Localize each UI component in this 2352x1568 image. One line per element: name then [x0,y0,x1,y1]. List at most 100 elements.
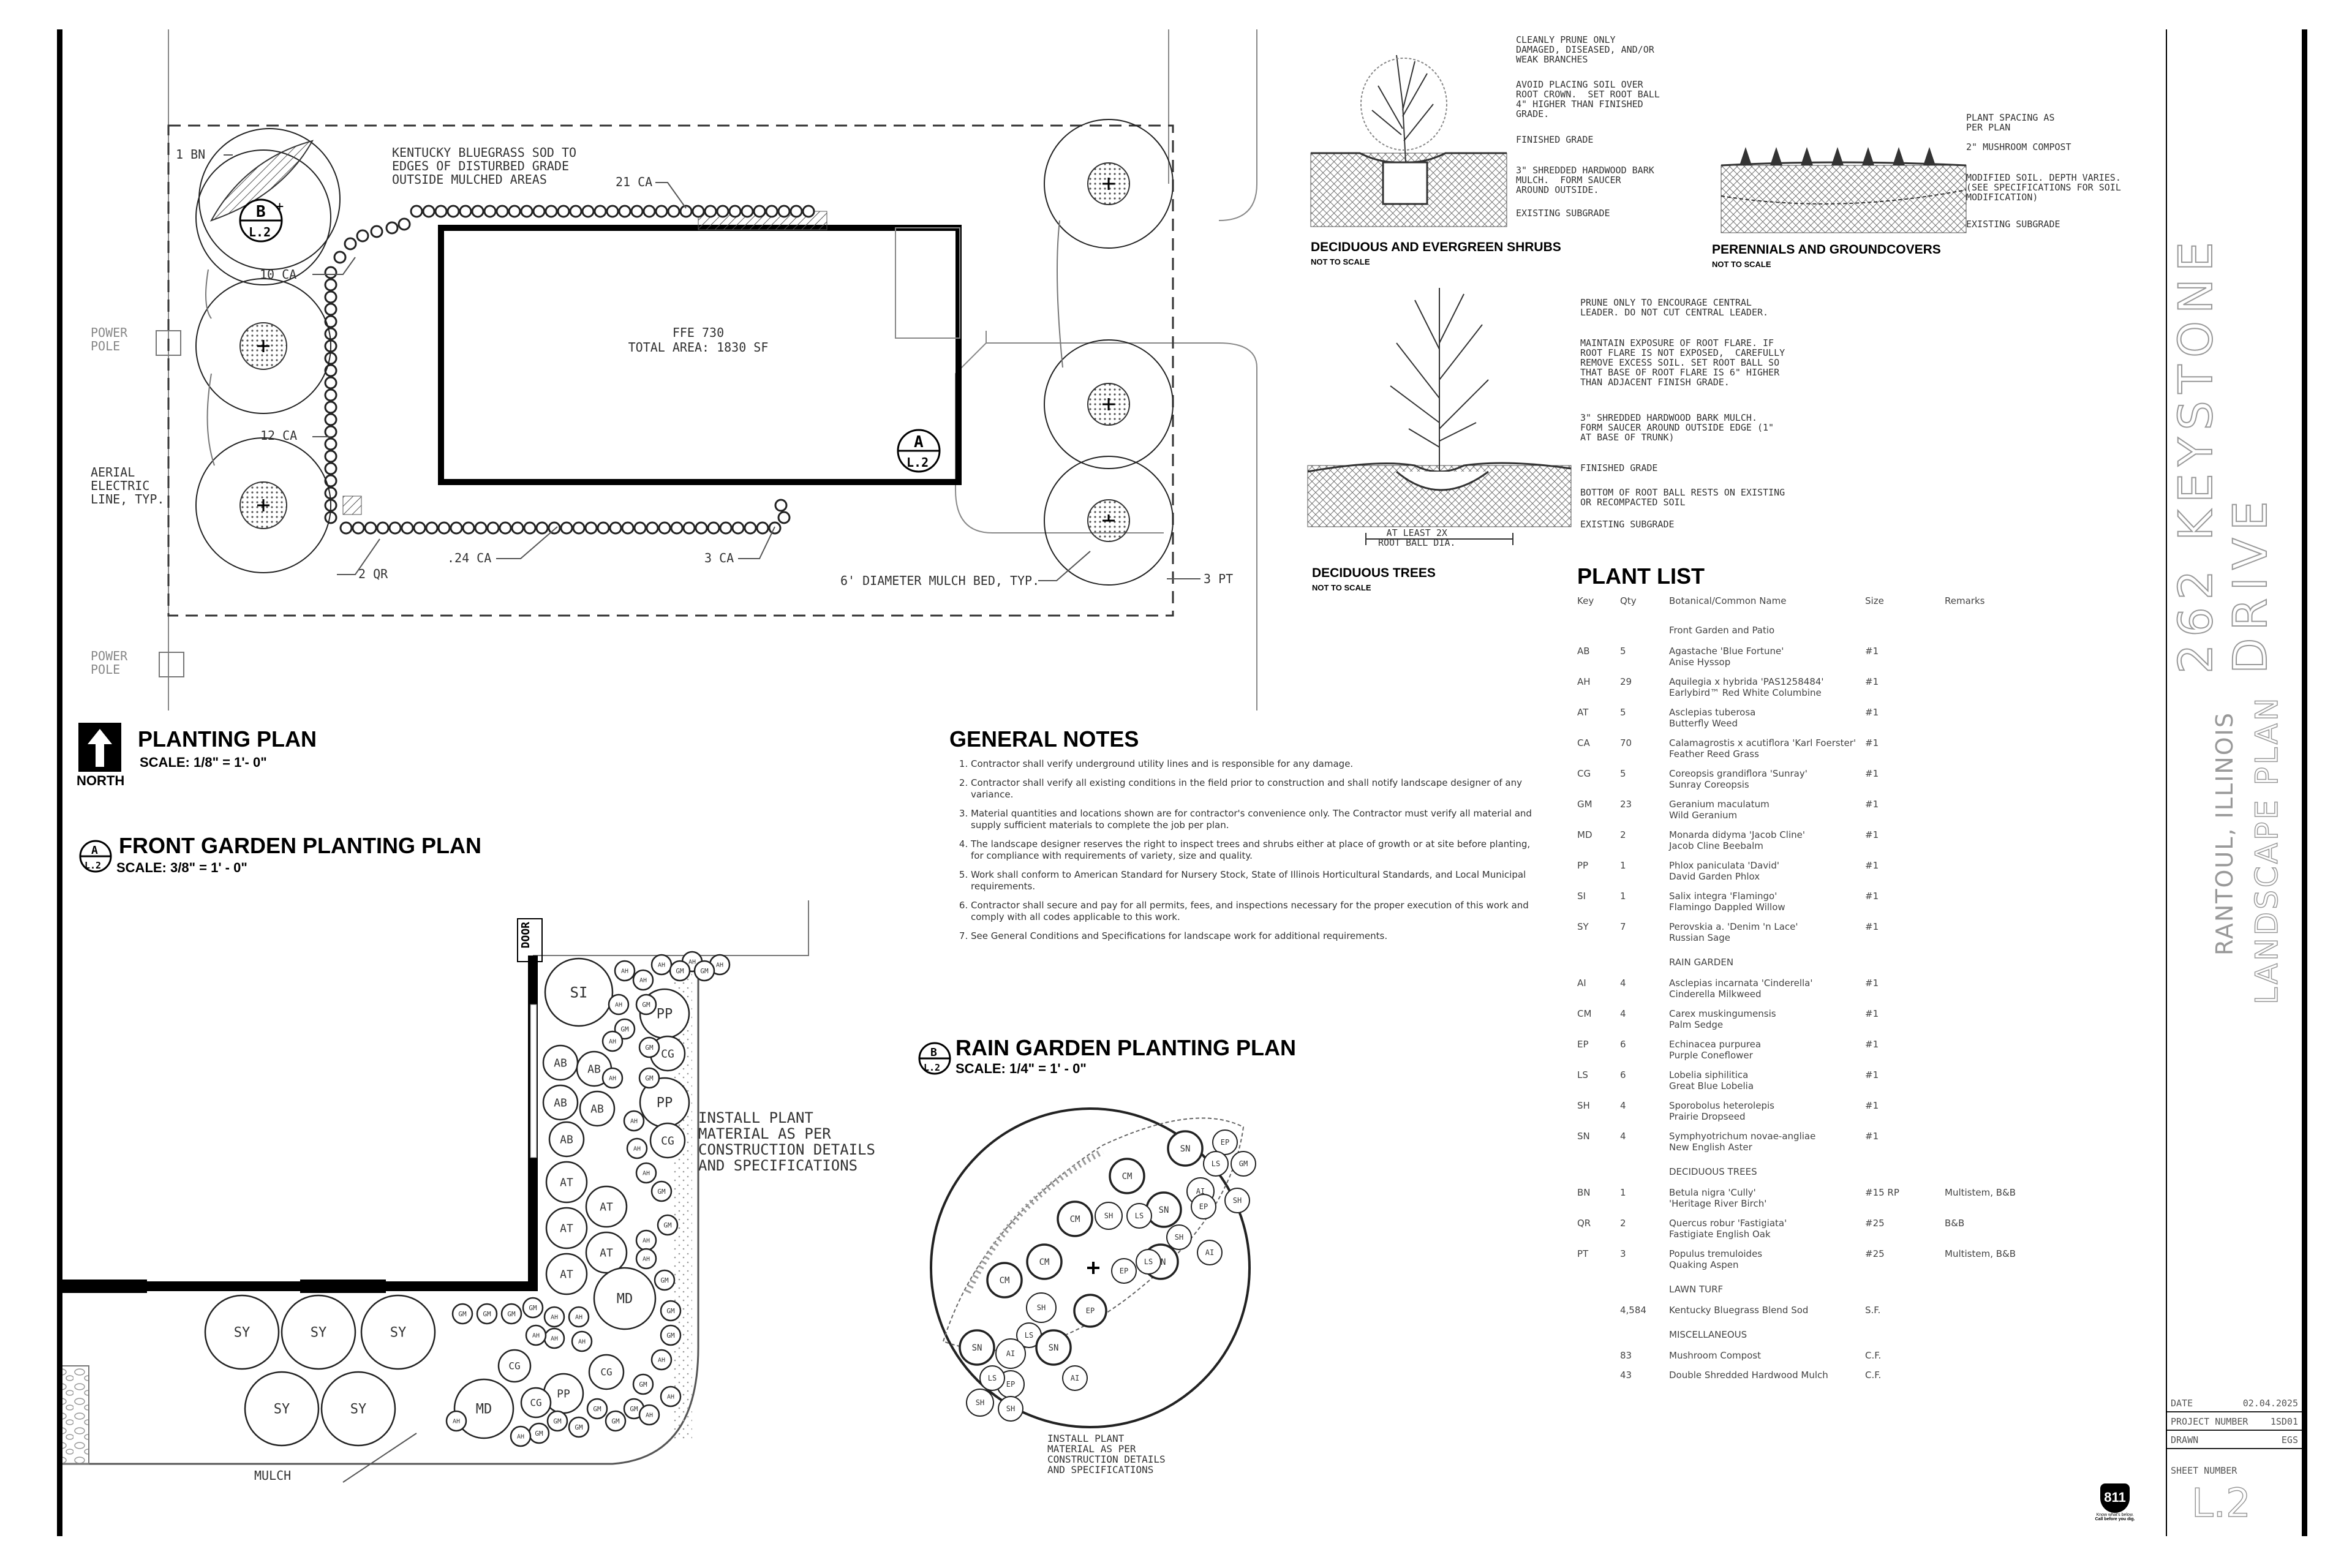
plant-list-cell [1865,1161,1945,1187]
front-garden-plant [525,1324,547,1346]
plant-key-label: AH [630,1118,638,1125]
plant-list-cell: 4 [1620,1131,1626,1142]
plant-list-cell: MD [1577,829,1593,840]
front-garden-plant [669,960,691,982]
tree-note-3: 3" SHREDDED HARDWOOD BARK MULCH. FORM SA… [1580,412,1774,443]
tree-dim-label: AT LEAST 2X ROOT BALL DIA. [1378,527,1456,548]
rain-garden-plant [1136,1249,1161,1275]
project-number-label: PROJECT NUMBER [2171,1416,2248,1427]
plant-key-label: AH [615,1002,622,1009]
ca-plant [655,205,668,218]
plant-key-label: EP [1086,1306,1095,1315]
ca-plant [777,205,791,218]
front-garden-plant [320,1371,396,1447]
ca-plant [324,413,337,426]
rain-garden-plant [1073,1294,1107,1328]
ca-plant [425,521,439,535]
plant-list-cell: #1 [1865,707,1879,718]
perennial-note-2: 2" MUSHROOM COMPOST [1966,141,2071,153]
front-garden-plant [650,1180,673,1202]
ca-plant [398,217,411,231]
front-garden-plant [520,1387,552,1419]
plant-key-label: LS [988,1374,997,1382]
ca-plant [777,511,791,524]
plant-list-cell: Qty [1620,595,1637,606]
ca-plant [356,229,369,243]
label-24-ca: .24 CA [447,551,492,565]
plant-list-cell [1945,1279,2043,1305]
ca-plant [597,521,610,535]
ca-plant [682,521,696,535]
plant-list-cell [1620,1161,1669,1187]
plant-key-label: GM [1239,1159,1248,1168]
plant-list-cell: #1 [1865,676,1879,687]
plant-list-cell: Remarks [1945,595,1985,606]
plant-key-label: GM [639,1381,647,1389]
left-border [57,29,62,1536]
plant-key-label: GM [657,1188,666,1196]
plant-list-cell: C.F. [1865,1370,1882,1381]
drawn-value: EGS [2281,1434,2298,1446]
ca-plant [621,521,635,535]
ca-plant [704,205,717,218]
call-811-logo: 811 Know what's below. Call before you d… [2094,1483,2136,1521]
date-label: DATE [2171,1398,2193,1409]
label-3-pt: 3 PT [1204,571,1234,586]
ca-plant [462,521,475,535]
plant-key-label: AI [1205,1248,1214,1257]
ca-plant [646,521,659,535]
plant-key-label: AH [643,1256,650,1263]
rain-garden-plant [1191,1194,1216,1219]
front-garden-plant [601,1067,624,1089]
ca-plant [413,521,426,535]
plant-list-cell: Phlox paniculata 'David'David Garden Phl… [1669,860,1779,882]
ca-plant [324,425,337,439]
plant-list-cell [1945,952,2043,978]
plant-key-label: GM [663,1221,672,1229]
front-garden-plant [588,1354,625,1390]
front-garden-plant [586,1398,608,1420]
ca-plant [422,205,435,218]
plant-key-label: SI [570,984,588,1001]
rain-garden-title: RAIN GARDEN PLANTING PLAN [956,1035,1296,1060]
plant-list-cell: Kentucky Bluegrass Blend Sod [1669,1305,1809,1316]
plant-list-cell [1945,737,2043,768]
ca-plant [695,521,708,535]
ca-plant [324,364,337,377]
ca-plant [731,521,745,535]
rain-garden-plant [1231,1151,1256,1177]
drawn-label: DRAWN [2171,1434,2199,1446]
project-city: RANTOUL, ILLINOIS [2211,712,2238,956]
front-garden-plant [585,1185,628,1228]
rain-garden-plant [1109,1158,1145,1194]
plant-key-label: CG [600,1366,612,1378]
plant-list-cell: #1 [1865,768,1879,779]
plant-list-cell: BN [1577,1187,1591,1198]
plant-list-cell: MISCELLANEOUS [1669,1329,1747,1340]
plant-list-cell: #1 [1865,829,1879,840]
front-garden-plant [571,1330,593,1352]
plant-key-label: AB [554,1057,567,1069]
plant-list-cell: CM [1577,1008,1592,1019]
plant-key-label: AH [688,959,696,966]
plant-list-cell: 43 [1620,1370,1632,1381]
shrub-note-4: 3" SHREDDED HARDWOOD BARK MULCH. FORM SA… [1516,165,1654,195]
ca-plant [719,521,733,535]
plant-list-cell: Asclepias incarnata 'Cinderella'Cinderel… [1669,978,1813,1000]
plant-list-cell [1945,799,2043,829]
plant-key-label: AH [658,1357,665,1364]
rain-garden-install-note: INSTALL PLANT MATERIAL AS PER CONSTRUCTI… [1047,1433,1166,1476]
plant-key-label: LS [1144,1257,1153,1266]
plant-list-cell [1945,620,2043,646]
plant-key-label: AH [551,1314,558,1321]
ca-plant [324,474,337,488]
ca-plant [471,205,484,218]
